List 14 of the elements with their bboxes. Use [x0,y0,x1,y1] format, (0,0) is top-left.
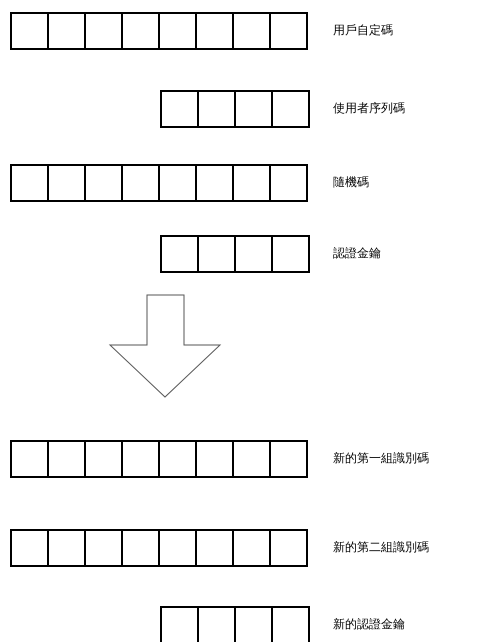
row-label: 隨機碼 [333,175,369,189]
cell-strip [10,440,308,478]
cell-strip [160,90,310,128]
cell-strip [10,529,308,567]
row-label: 用戶自定碼 [333,23,393,37]
row-label: 使用者序列碼 [333,101,405,115]
cell-strip [10,12,308,50]
row-label: 認證金鑰 [333,246,381,260]
cell-strip [10,164,308,202]
row-label: 新的第二組識別碼 [333,540,429,554]
row-label: 新的第一組識別碼 [333,451,429,465]
cell-strip [160,235,310,273]
cell-strip [160,606,310,642]
row-label: 新的認證金鑰 [333,617,405,631]
